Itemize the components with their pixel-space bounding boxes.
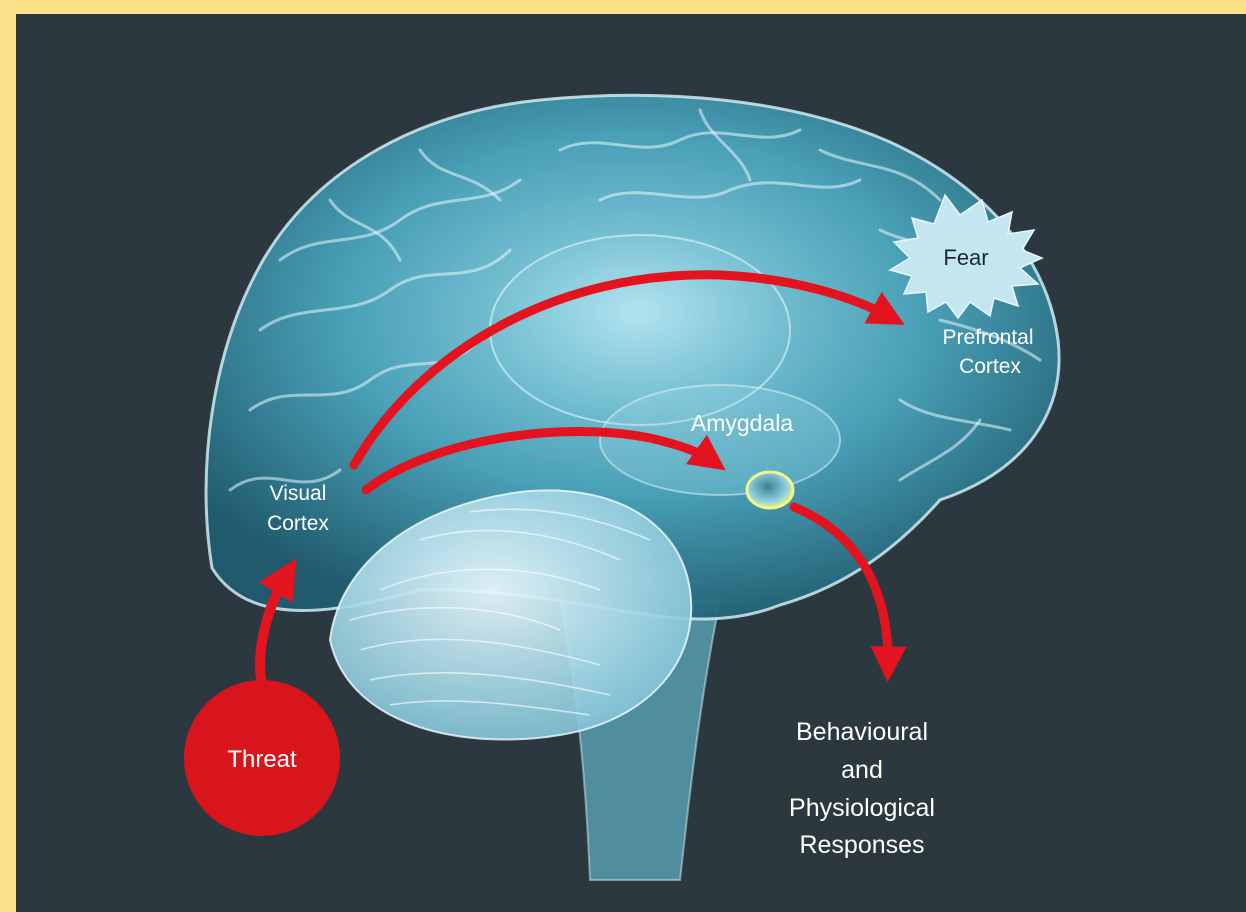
amygdala-marker [747, 472, 793, 508]
label-responses-line4: Responses [799, 831, 924, 859]
label-visual-cortex-line2: Cortex [267, 512, 329, 535]
label-responses-line1: Behavioural [796, 718, 928, 746]
label-responses-line2: and [841, 756, 883, 784]
label-fear: Fear [943, 245, 988, 270]
label-amygdala: Amygdala [691, 410, 793, 436]
label-threat: Threat [227, 746, 297, 773]
label-prefrontal-line1: Prefrontal [942, 326, 1033, 349]
label-responses-line3: Physiological [789, 794, 935, 822]
label-visual-cortex-line1: Visual [270, 482, 327, 505]
label-prefrontal-line2: Cortex [959, 355, 1021, 378]
